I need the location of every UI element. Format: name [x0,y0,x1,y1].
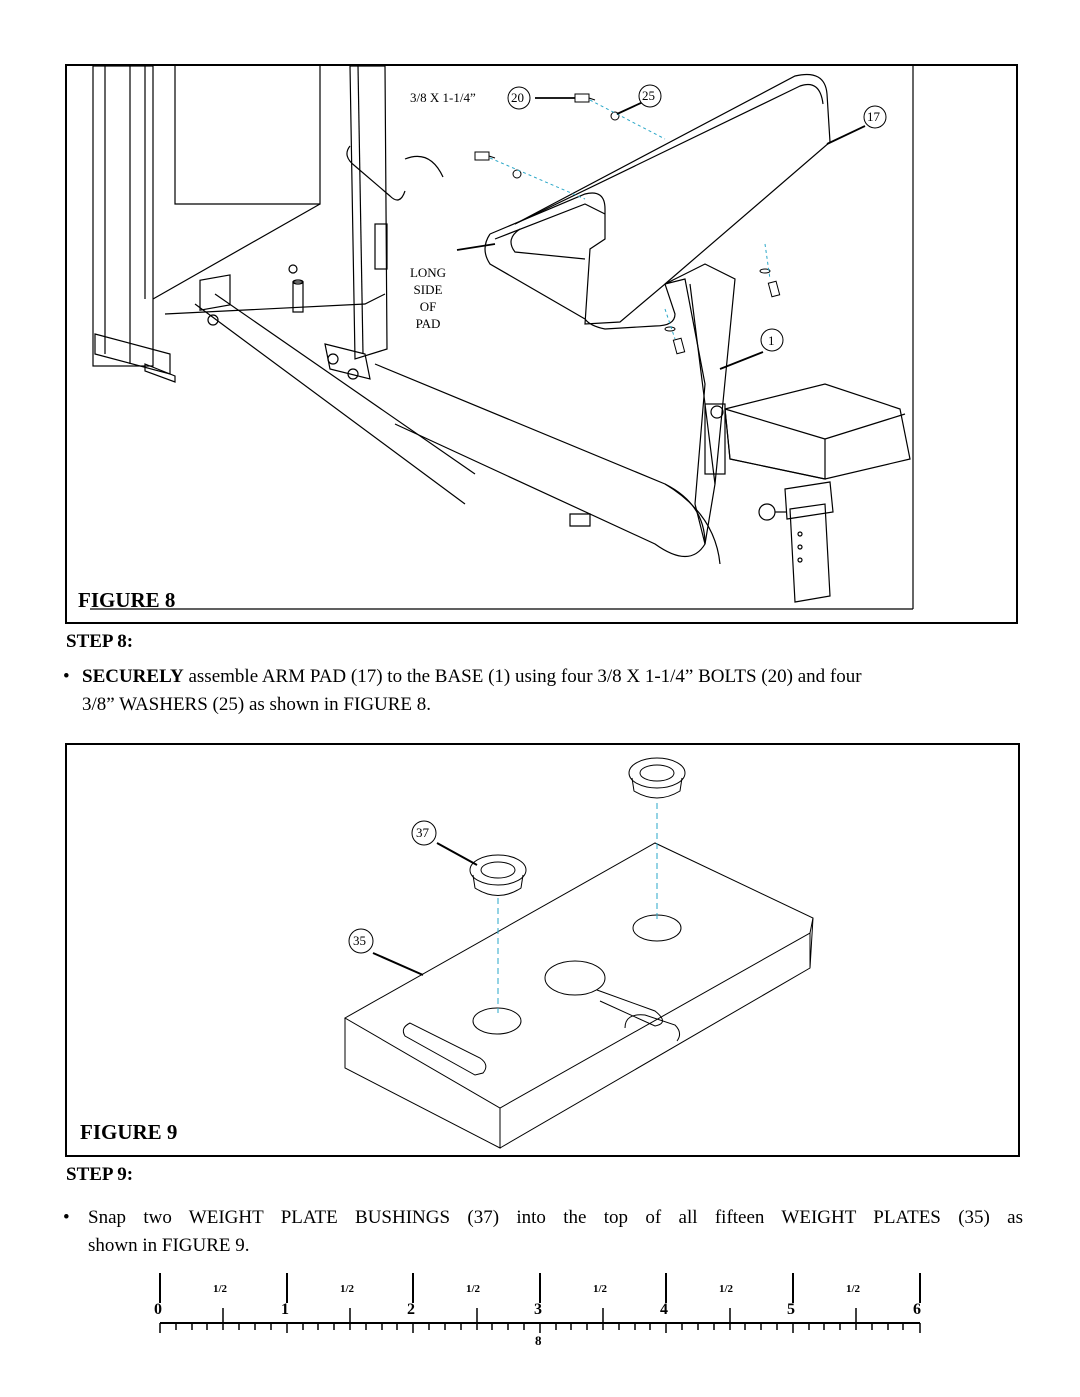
figure-9-illustration [343,757,814,1149]
ruler-inch-6: 6 [913,1301,921,1318]
callout-1: 1 [768,333,775,348]
step-9-heading: STEP 9: [66,1164,134,1185]
step-8-line-1-text: assemble ARM PAD (17) to the BASE (1) us… [183,666,862,687]
figure-9-title: FIGURE 9 [80,1120,178,1144]
ruler-half-label-3: 1/2 [466,1283,481,1295]
figure-8-frame [65,64,1018,624]
ruler-half-label-2: 1/2 [340,1283,355,1295]
callout-of: OF [419,299,437,314]
step-8-line-1: SECURELY assemble ARM PAD (17) to the BA… [82,663,1022,691]
ruler-half-label-1: 1/2 [213,1283,228,1295]
ruler-inch-1: 1 [281,1301,289,1318]
callout-35: 35 [353,933,366,948]
step-8-line-2: 3/8” WASHERS (25) as shown in FIGURE 8. [82,694,432,715]
ruler [159,1273,921,1333]
figure-8-illustration [90,65,914,610]
ruler-inch-0: 0 [154,1301,162,1318]
ruler-inch-2: 2 [407,1301,415,1318]
ruler-inch-5: 5 [787,1301,795,1318]
step-9-bullet: • [63,1207,70,1228]
step-8-text: SECURELY assemble ARM PAD (17) to the BA… [82,663,1022,719]
ruler-half-label-5: 1/2 [719,1283,734,1295]
callout-pad: PAD [415,316,441,331]
callout-side: SIDE [413,282,443,297]
step-8-bullet: • [63,666,70,687]
step-9-line-2: shown in FIGURE 9. [88,1235,250,1256]
step-8-emphasis: SECURELY [82,666,184,687]
step-8-heading: STEP 8: [66,631,134,652]
figure-8-title: FIGURE 8 [78,588,176,612]
ruler-inch-3: 3 [534,1301,542,1318]
ruler-bottom-ticks [159,1308,921,1333]
callout-long-side-of-pad: LONG SIDE OF PAD [400,264,456,332]
callout-37: 37 [416,825,429,840]
step-9-line-1: Snap two WEIGHT PLATE BUSHINGS (37) into… [88,1207,1023,1228]
callout-25: 25 [642,88,655,103]
callout-20: 20 [511,90,524,105]
callout-long: LONG [409,265,447,280]
callout-17: 17 [867,109,880,124]
ruler-inch-4: 4 [660,1301,668,1318]
step-9-text: Snap two WEIGHT PLATE BUSHINGS (37) into… [88,1204,1023,1260]
ruler-half-label-4: 1/2 [593,1283,608,1295]
callout-bolt-size: 3/8 X 1-1/4” [410,90,476,105]
ruler-eighth-label: 8 [535,1333,542,1348]
ruler-half-label-6: 1/2 [846,1283,861,1295]
